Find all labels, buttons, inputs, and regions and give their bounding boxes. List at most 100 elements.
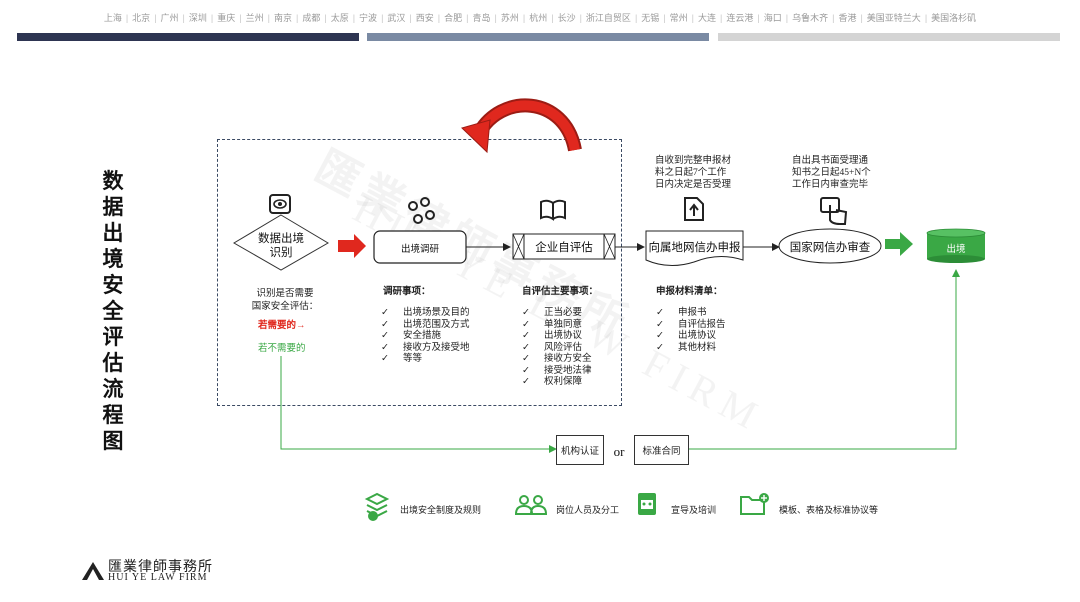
list-item: ✓权利保障	[522, 377, 592, 389]
research-node-label: 出境调研	[400, 245, 439, 255]
city-item: 浙江自贸区	[585, 13, 631, 23]
list-item: ✓出境场景及目的	[381, 308, 470, 320]
city-item: 成都	[302, 13, 321, 23]
list-item-text: 接收方安全	[544, 354, 592, 364]
title-char: 全	[102, 299, 124, 323]
checkmark-icon: ✓	[522, 319, 530, 330]
molecule-icon	[408, 197, 435, 224]
feature-staff-label: 岗位人员及分工	[556, 505, 620, 515]
title-char: 据	[102, 195, 124, 219]
city-separator: |	[785, 13, 789, 23]
city-item: 太原	[330, 13, 349, 23]
checkmark-icon: ✓	[381, 308, 389, 318]
city-separator: |	[239, 13, 242, 23]
list-item-text: 申报书	[678, 308, 707, 318]
header-bar-light	[718, 33, 1060, 41]
materials-heading: 申报材料清单：	[656, 287, 723, 297]
checkmark-icon: ✓	[522, 342, 530, 353]
book-icon	[540, 199, 566, 221]
list-item-text: 其他材料	[678, 342, 717, 353]
training-board-icon	[638, 493, 656, 515]
identify-diamond	[233, 214, 329, 271]
city-list: 上海|北京|广州|深圳|重庆|兰州|南京|成都|太原|宁波|武汉|西安|合肥|青…	[0, 11, 1080, 24]
city-separator: |	[324, 13, 327, 23]
city-separator: |	[295, 13, 299, 23]
city-item: 合肥	[444, 13, 463, 23]
list-item-text: 接受地法律	[544, 365, 592, 376]
header-bar-dark	[17, 33, 359, 41]
alt-path-connector	[689, 269, 960, 450]
city-separator: |	[522, 13, 526, 23]
city-item: 常州	[669, 13, 688, 23]
city-item: 上海	[103, 13, 122, 23]
city-item: 兰州	[245, 13, 264, 23]
city-separator: |	[634, 13, 638, 23]
list-item: ✓申报书	[656, 308, 726, 320]
title-char: 境	[102, 247, 124, 271]
checkmark-icon: ✓	[656, 342, 664, 353]
city-item: 广州	[160, 13, 179, 23]
city-separator: |	[663, 13, 666, 23]
checkmark-icon: ✓	[656, 319, 664, 330]
list-item-text: 出境范围及方式	[403, 319, 470, 330]
city-item: 宁波	[359, 13, 378, 23]
feature-templates-label: 模板、表格及标准协议等	[779, 505, 879, 515]
layers-icon	[364, 492, 390, 521]
city-item: 长沙	[557, 13, 576, 23]
list-item: ✓安全措施	[381, 331, 470, 343]
city-separator: |	[267, 13, 270, 23]
self-eval-heading: 自评估主要事项：	[522, 287, 599, 297]
touch-hand-icon	[820, 197, 848, 225]
title-char: 估	[102, 351, 124, 375]
review-node-label: 国家网信办审查	[789, 242, 871, 254]
materials-list: ✓申报书✓自评估报告✓出境协议✓其他材料	[656, 308, 726, 354]
city-separator: |	[466, 13, 469, 23]
apply-document-shape	[645, 230, 744, 266]
city-item: 美国洛杉矶	[931, 13, 977, 23]
city-separator: |	[579, 13, 582, 23]
city-item: 深圳	[188, 13, 207, 23]
folder-add-icon	[740, 493, 769, 515]
list-item: ✓ 其他材料	[656, 343, 726, 355]
exit-node-label: 出境	[946, 245, 966, 255]
title-char: 图	[102, 429, 124, 453]
list-item: ✓正当必要	[522, 308, 592, 320]
list-item-text: 接收方及接受地	[403, 342, 470, 353]
city-separator: |	[691, 13, 694, 23]
logo-cn: 匯業律師事務所	[108, 560, 213, 575]
city-item: 武汉	[387, 13, 406, 23]
title-char: 程	[102, 403, 124, 427]
research-heading: 调研事项：	[383, 287, 431, 297]
city-item: 苏州	[500, 13, 519, 23]
city-separator: |	[924, 13, 928, 23]
feature-rules-label: 出境安全制度及规则	[400, 505, 482, 515]
list-item: ✓出境协议	[656, 331, 726, 343]
city-separator: |	[494, 13, 497, 23]
evaluation-frame	[217, 139, 622, 406]
city-separator: |	[182, 13, 185, 23]
review-ellipse	[778, 228, 882, 264]
city-separator: |	[757, 13, 760, 23]
city-separator: |	[832, 13, 835, 23]
checkmark-icon: ✓	[656, 331, 664, 341]
city-item: 美国亚特兰大	[866, 13, 921, 23]
people-icon	[514, 495, 548, 515]
checkmark-icon: ✓	[522, 365, 530, 376]
page-title: 数据出境安全评估流程图	[96, 168, 130, 454]
city-item: 大连	[698, 13, 717, 23]
checkmark-icon: ✓	[522, 331, 530, 341]
city-item: 乌鲁木齐	[792, 13, 829, 23]
city-item: 南京	[273, 13, 292, 23]
exit-cylinder	[926, 228, 986, 263]
list-item: ✓ 接收方及接受地	[381, 343, 470, 355]
identify-yes-label: 若需要的→	[258, 321, 306, 331]
list-item-text: 安全措施	[403, 331, 442, 341]
checkmark-icon: ✓	[381, 342, 389, 353]
city-separator: |	[720, 13, 723, 23]
list-item-text: 自评估报告	[678, 319, 726, 330]
upload-document-icon	[684, 197, 704, 221]
no-path-connector	[280, 356, 557, 453]
city-separator: |	[381, 13, 384, 23]
eye-icon	[269, 194, 291, 214]
